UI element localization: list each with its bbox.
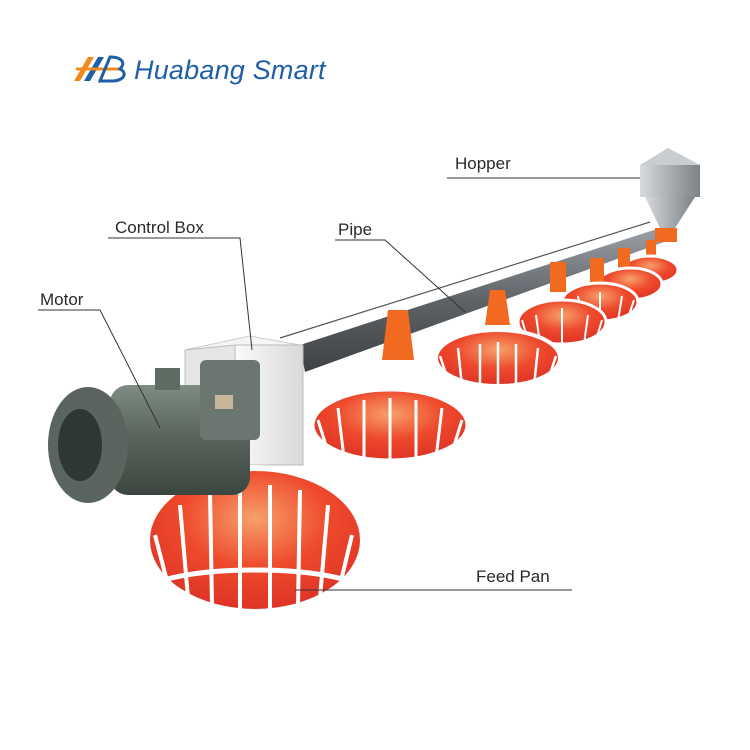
support-cable bbox=[279, 221, 651, 339]
leader-lines bbox=[38, 177, 640, 591]
control-box-leader bbox=[108, 237, 253, 351]
motor-shape bbox=[48, 360, 260, 503]
control-box-label: Control Box bbox=[115, 218, 204, 237]
feed-pan-near bbox=[144, 465, 366, 617]
brand-name: Huabang Smart bbox=[134, 54, 326, 85]
feed-pan-far-1 bbox=[434, 290, 562, 388]
feed-pan-label: Feed Pan bbox=[476, 567, 550, 586]
feed-pan-far-2 bbox=[516, 262, 608, 346]
pipe-label: Pipe bbox=[338, 220, 373, 239]
hopper-shape bbox=[640, 148, 700, 242]
hb-logo-icon bbox=[74, 55, 126, 83]
feed-pan-mid bbox=[309, 310, 471, 464]
pipe-leader bbox=[335, 239, 466, 313]
motor-leader bbox=[38, 309, 161, 429]
motor-label: Motor bbox=[40, 290, 84, 309]
hopper-label: Hopper bbox=[455, 154, 511, 173]
brand-header: Huabang Smart bbox=[70, 50, 326, 90]
